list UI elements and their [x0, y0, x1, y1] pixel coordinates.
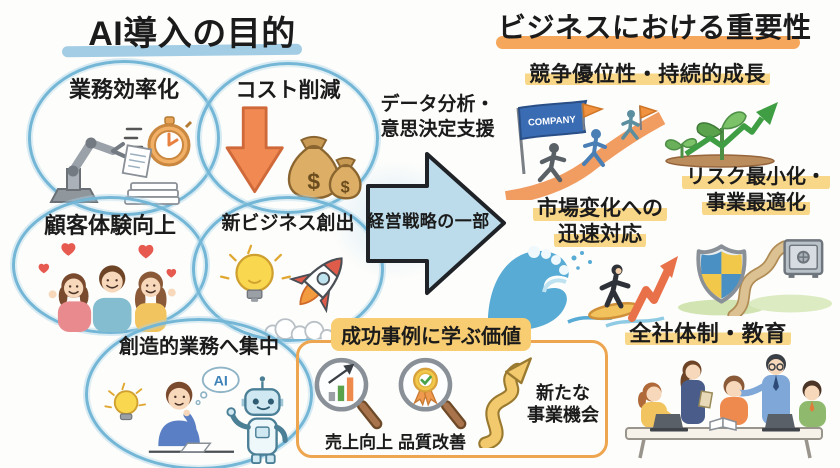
robot-assistant-icon	[226, 376, 288, 465]
clipboard-icon	[698, 390, 714, 409]
chart-bar	[337, 385, 345, 402]
money-bag-small-icon: $	[328, 156, 362, 200]
growth-arrowhead	[756, 102, 778, 125]
svg-text:$: $	[307, 169, 320, 195]
lightbulb-icon	[219, 244, 291, 302]
circle-new-business: 新ビジネス創出	[192, 196, 384, 342]
org-label: 全社体制・教育	[618, 316, 798, 348]
orange-flag-icons	[581, 103, 659, 131]
right-title-underline	[496, 36, 800, 49]
small-sprout	[664, 138, 698, 158]
growth-arrow	[684, 116, 765, 157]
circle-label-cost-reduction: コスト削減	[235, 79, 341, 102]
robot-arm-stopwatch-icon	[49, 116, 193, 205]
training-group-icon	[625, 354, 826, 459]
circle-label-customer-experience: 顧客体験向上	[43, 213, 176, 238]
circle-label-new-business: 新ビジネス創出	[221, 213, 355, 234]
right-section-title: ビジネスにおける重要性	[498, 12, 812, 43]
stopwatch-icon	[147, 116, 193, 167]
big-sprout	[696, 111, 747, 160]
shield-icon	[696, 244, 747, 304]
down-arrow-icon	[225, 106, 284, 194]
big-right-arrow	[366, 152, 506, 295]
wave-foam	[528, 246, 569, 275]
risk-label: リスク最小化・ 事業最適化	[680, 164, 832, 216]
cost-down-money-icon: $ $	[225, 106, 362, 200]
growth-label: 競争優位性・持続的成長	[505, 58, 790, 88]
smoke-clouds	[264, 318, 334, 339]
surfer-wave-icon	[487, 246, 678, 330]
left-section-title: AI導入の目的	[88, 15, 296, 53]
small-lightbulb-icon	[104, 382, 147, 421]
arrow-label: 経営戦略の一部	[367, 212, 490, 231]
tie	[773, 375, 779, 391]
rocket-icon	[288, 257, 343, 314]
magnifier-sales-icon	[314, 357, 383, 430]
check-icon	[420, 375, 432, 386]
circle-label-business-efficiency: 業務効率化	[68, 77, 179, 102]
winding-arrow-icon	[478, 357, 532, 448]
magnifier-quality-icon	[398, 357, 467, 430]
ai-thought-bubble: AI	[195, 366, 240, 406]
circle-cost-reduction: コスト削減 $ $	[197, 62, 379, 214]
spray-drops	[571, 251, 592, 270]
path-fill	[729, 242, 789, 316]
chart-bar	[346, 377, 354, 402]
document-icon	[121, 144, 153, 179]
speed-lines	[123, 127, 144, 149]
person-center	[92, 265, 132, 332]
chart-bar	[328, 392, 336, 402]
person-seated-green	[799, 380, 826, 427]
circle-customer-experience: 顧客体験向上	[12, 196, 208, 334]
lightbulb-rocket-icon	[219, 244, 343, 339]
runner-icons	[537, 110, 640, 183]
circle-label-creative-focus: 創造的業務へ集中	[119, 336, 279, 358]
thinking-person	[158, 381, 200, 448]
svg-text:AI: AI	[214, 374, 228, 390]
happy-customers-icon	[38, 243, 177, 332]
surfer-figure	[599, 264, 631, 309]
open-book-icon	[709, 416, 737, 431]
wave	[487, 250, 569, 330]
plant-growth-icon	[664, 102, 778, 168]
person-standing-blue-instructor	[734, 354, 790, 425]
robot-arm-icon	[49, 137, 126, 203]
money-bag-large-icon: $	[287, 135, 340, 200]
circle-creative-focus: 創造的業務へ集中	[85, 318, 313, 468]
medal-icon	[412, 367, 438, 407]
person-ai-robot-icon: AI	[104, 366, 288, 465]
heart-icons	[38, 243, 177, 278]
laptop-icon	[762, 414, 800, 432]
paper-icon	[179, 442, 212, 453]
company-race-icon: COMPANY	[504, 99, 666, 200]
svg-text:$: $	[340, 179, 349, 197]
person-standing-navy	[680, 360, 714, 424]
grass	[749, 294, 833, 313]
company-flag-text: COMPANY	[528, 114, 577, 128]
chart-arrow	[328, 368, 349, 384]
circle-business-efficiency: 業務効率化	[28, 60, 220, 216]
person-seated-orange	[720, 375, 748, 425]
market-label: 市場変化への 迅速対応	[510, 196, 690, 248]
person-left	[48, 273, 92, 332]
data-support-label: データ分析・ 意思決定支援	[380, 94, 495, 140]
laptop-icon	[650, 414, 688, 432]
sales-label: 売上向上	[325, 433, 393, 452]
quality-label: 品質改善	[398, 433, 466, 452]
shield-safe-icon	[678, 239, 833, 316]
opportunity-label: 新たな 事業機会	[527, 383, 599, 425]
rising-arrowhead	[660, 256, 678, 278]
success-box-title: 成功事例に学ぶ価値	[316, 318, 546, 351]
rising-arrow	[628, 266, 672, 322]
safe-icon	[783, 239, 824, 278]
